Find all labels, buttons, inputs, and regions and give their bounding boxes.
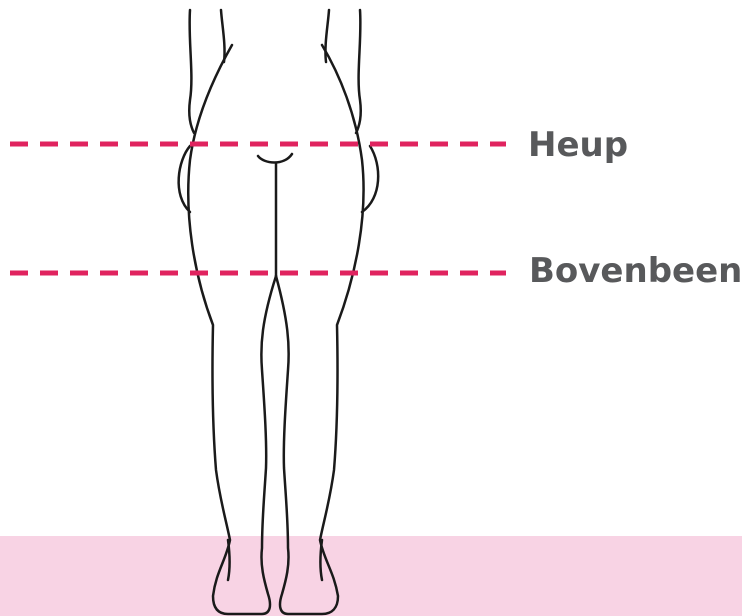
hip-label: Heup bbox=[528, 128, 628, 162]
thigh-label: Bovenbeen bbox=[529, 254, 742, 288]
